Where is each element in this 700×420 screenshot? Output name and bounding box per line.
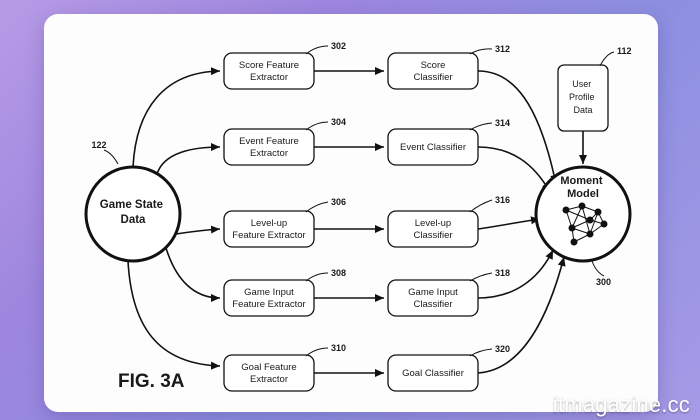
source-to-extractor-arrows	[127, 67, 221, 370]
ref-leader-122	[103, 149, 119, 165]
figure-label: FIG. 3A	[118, 371, 185, 392]
svg-text:User Profile Data: User Profile Data	[569, 79, 597, 115]
user-profile-data-node: User Profile Data	[557, 64, 609, 132]
svg-text:Goal Classifier: Goal Classifier	[402, 368, 464, 379]
classifier-to-model-arrows	[477, 70, 566, 374]
site-watermark: itmagazine.cc	[552, 392, 690, 417]
ref-312: 312	[495, 44, 510, 54]
neural-network-icon	[562, 202, 608, 246]
extractor-to-classifier-arrows	[314, 67, 384, 377]
ref-112: 112	[617, 46, 632, 56]
ref-302: 302	[331, 41, 346, 51]
ref-316: 316	[495, 195, 510, 205]
event-classifier: Event Classifier	[387, 128, 479, 166]
ref-304: 304	[331, 117, 346, 127]
game-state-data-node: Game State Data	[84, 165, 182, 263]
ref-300: 300	[596, 277, 611, 287]
game-state-data-label: Game State Data	[100, 199, 166, 226]
ref-306: 306	[331, 197, 346, 207]
ref-leader-300	[591, 260, 605, 277]
ref-320: 320	[495, 344, 510, 354]
extractor-ref-leaders	[305, 45, 329, 357]
ref-314: 314	[495, 118, 510, 128]
moment-model-node: Moment Model	[534, 165, 632, 263]
ref-leader-112	[599, 51, 615, 67]
svg-text:Moment Model: Moment Model	[560, 175, 605, 200]
svg-text:Event Classifier: Event Classifier	[400, 142, 466, 153]
ref-310: 310	[331, 343, 346, 353]
ref-318: 318	[495, 268, 510, 278]
ref-308: 308	[331, 268, 346, 278]
ref-122: 122	[91, 140, 106, 150]
goal-classifier: Goal Classifier	[387, 354, 479, 392]
classifier-ref-leaders	[469, 48, 493, 357]
